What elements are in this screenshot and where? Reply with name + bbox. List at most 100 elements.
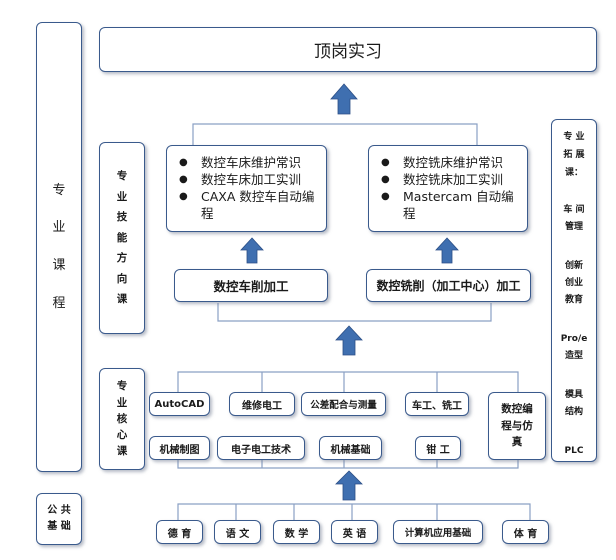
core-course-label: 电子电工技术 bbox=[231, 444, 291, 456]
extension-item: 创新创业教育 bbox=[565, 258, 583, 309]
core-label-char: 专 bbox=[116, 380, 128, 393]
extension-item-line: Pro/e bbox=[560, 334, 588, 344]
professional-courses-char: 程 bbox=[52, 295, 66, 311]
core-course-mechanics: 机械基础 bbox=[319, 436, 382, 460]
core-bottom-bracket bbox=[177, 458, 519, 469]
nc-programming-line: 程与仿 bbox=[501, 419, 533, 432]
nc-programming-line: 真 bbox=[511, 436, 523, 449]
extension-item-line: 管理 bbox=[564, 222, 583, 232]
public-label-line: 公 共 bbox=[47, 505, 71, 516]
lathe-title-box: 数控车削加工 bbox=[174, 269, 328, 302]
bullet-item: 数控车床加工实训 bbox=[175, 171, 322, 188]
extension-item: 模具结构 bbox=[565, 387, 583, 421]
extension-item: Pro/e 造型 bbox=[561, 331, 588, 365]
core-course-label: 公差配合与测量 bbox=[310, 400, 377, 411]
core-course-label: 机械制图 bbox=[159, 444, 200, 456]
mill-item-list: 数控铣床维护常识数控铣床加工实训Mastercam 自动编程 bbox=[377, 154, 523, 222]
public-label-line: 基 础 bbox=[47, 521, 71, 532]
public-course-moral: 德 育 bbox=[156, 520, 203, 544]
bullet-item: 数控铣床加工实训 bbox=[377, 171, 523, 188]
core-course-label: AutoCAD bbox=[154, 398, 205, 410]
core-courses-label: 专业核心课 bbox=[99, 368, 145, 470]
extension-item-line: 创新 bbox=[564, 261, 583, 271]
public-foundation-label: 公 共基 础 bbox=[36, 493, 82, 545]
skill-direction-char: 技 bbox=[116, 211, 128, 224]
professional-courses-char: 课 bbox=[52, 258, 66, 273]
public-course-label: 英 语 bbox=[342, 528, 367, 540]
professional-courses-char: 专 bbox=[52, 182, 66, 198]
public-course-label: 德 育 bbox=[167, 528, 192, 540]
branch-bottom-bracket bbox=[217, 303, 492, 322]
core-label-char: 心 bbox=[116, 429, 128, 442]
mill-content-box: 数控铣床维护常识数控铣床加工实训Mastercam 自动编程 bbox=[368, 145, 528, 232]
skill-direction-char: 专 bbox=[116, 170, 128, 183]
public-course-chinese: 语 文 bbox=[214, 520, 261, 544]
skill-direction-char: 向 bbox=[116, 272, 128, 285]
core-course-fitter: 钳 工 bbox=[415, 436, 461, 460]
public-course-computer: 计算机应用基础 bbox=[393, 520, 483, 544]
branch-top-bracket bbox=[192, 123, 478, 145]
core-course-label: 车工、铣工 bbox=[412, 400, 462, 412]
bullet-item: 数控车床维护常识 bbox=[175, 154, 322, 171]
public-course-label: 体 育 bbox=[513, 528, 538, 540]
public-course-math: 数 学 bbox=[273, 520, 320, 544]
core-course-tolerance: 公差配合与测量 bbox=[301, 392, 386, 416]
bullet-item: Mastercam 自动编程 bbox=[377, 188, 523, 222]
core-course-label: 钳 工 bbox=[426, 444, 450, 456]
core-course-autocad: AutoCAD bbox=[149, 392, 210, 416]
skill-direction-label: 专业技能方向课 bbox=[99, 142, 145, 334]
extension-item: PLC bbox=[565, 443, 584, 460]
skill-direction-char: 课 bbox=[116, 293, 128, 306]
public-bracket bbox=[177, 503, 531, 520]
extension-heading-line: 专 业 bbox=[563, 132, 585, 142]
extension-item-line: 模具 bbox=[564, 390, 583, 400]
core-course-electronics: 电子电工技术 bbox=[217, 436, 305, 460]
core-label-char: 业 bbox=[116, 396, 128, 409]
arrow-lathe-title bbox=[240, 237, 264, 264]
nc-programming-line: 数控编 bbox=[501, 402, 533, 415]
professional-courses-label: 专业课程 bbox=[36, 22, 82, 472]
extension-heading: 专 业拓 展课： bbox=[563, 128, 584, 182]
public-course-english: 英 语 bbox=[331, 520, 378, 544]
extension-item-line: 车 间 bbox=[563, 205, 585, 215]
lathe-content-box: 数控车床维护常识数控车床加工实训CAXA 数控车自动编程 bbox=[166, 145, 327, 232]
arrow-mill-title bbox=[435, 237, 459, 264]
mill-title-box: 数控铣削（加工中心）加工 bbox=[366, 269, 531, 302]
core-course-electrician: 维修电工 bbox=[229, 392, 295, 416]
public-course-pe: 体 育 bbox=[502, 520, 549, 544]
core-course-nc-programming: 数控编程与仿真 bbox=[488, 392, 546, 460]
lathe-item-list: 数控车床维护常识数控车床加工实训CAXA 数控车自动编程 bbox=[175, 154, 322, 222]
arrow-to-internship bbox=[330, 83, 358, 115]
public-course-label: 数 学 bbox=[284, 528, 309, 540]
public-course-label: 语 文 bbox=[225, 528, 250, 540]
core-top-bracket bbox=[177, 371, 519, 392]
lathe-title: 数控车削加工 bbox=[213, 279, 289, 294]
skill-direction-char: 方 bbox=[116, 252, 128, 265]
extension-item-line: 教育 bbox=[564, 295, 583, 305]
internship-title: 顶岗实习 bbox=[314, 42, 382, 62]
bullet-item: 数控铣床维护常识 bbox=[377, 154, 523, 171]
extension-heading-line: 拓 展 bbox=[563, 150, 585, 160]
extension-item-line: 结构 bbox=[564, 407, 583, 417]
mill-title: 数控铣削（加工中心）加工 bbox=[376, 279, 521, 293]
core-label-char: 课 bbox=[116, 445, 128, 458]
core-course-turning-milling: 车工、铣工 bbox=[405, 392, 469, 416]
bullet-item: CAXA 数控车自动编程 bbox=[175, 188, 322, 222]
arrow-to-core bbox=[335, 470, 363, 501]
public-course-label: 计算机应用基础 bbox=[404, 528, 472, 539]
core-course-label: 维修电工 bbox=[242, 400, 282, 412]
skill-direction-char: 能 bbox=[116, 231, 128, 244]
extension-item-line: PLC bbox=[564, 446, 584, 456]
professional-courses-char: 业 bbox=[52, 220, 66, 236]
core-course-label: 机械基础 bbox=[330, 444, 371, 456]
core-course-drawing: 机械制图 bbox=[149, 436, 210, 460]
extension-item: 车 间管理 bbox=[563, 202, 584, 236]
internship-box: 顶岗实习 bbox=[99, 27, 597, 72]
extension-item-line: 造型 bbox=[564, 351, 583, 361]
extension-item-line: 创业 bbox=[564, 278, 583, 288]
skill-direction-char: 业 bbox=[116, 190, 128, 203]
core-label-char: 核 bbox=[116, 412, 128, 425]
arrow-to-branches bbox=[335, 325, 363, 356]
